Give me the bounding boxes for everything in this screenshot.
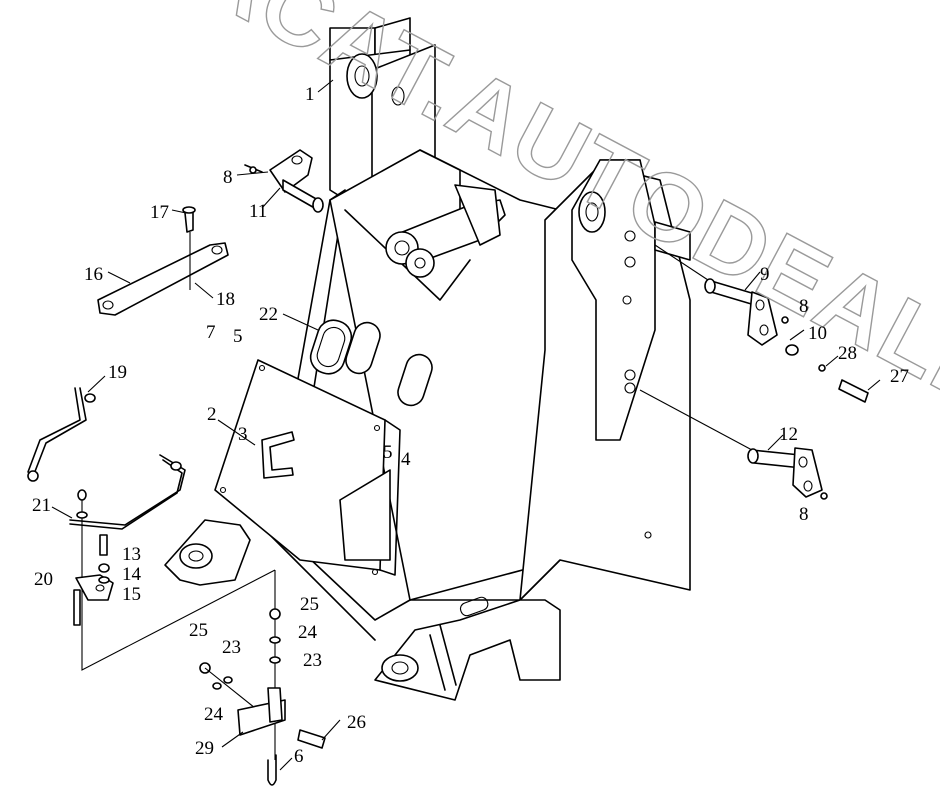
leader-lines <box>51 79 881 771</box>
pin-9 <box>654 244 778 346</box>
part-label: 8 <box>223 167 233 188</box>
part-label: 26 <box>347 712 366 733</box>
main-frame <box>164 17 691 701</box>
part-label: 12 <box>779 424 798 445</box>
part-label: 5 <box>383 442 393 463</box>
part-labels: 1234556788891011121314151617181920212223… <box>32 84 909 767</box>
part-label: 1 <box>305 84 315 105</box>
part-label: 25 <box>300 594 319 615</box>
part-label: 7 <box>206 322 216 343</box>
part-label: 5 <box>233 326 243 347</box>
part-label: 18 <box>216 289 235 310</box>
part-label: 23 <box>222 637 241 658</box>
part-label: 24 <box>204 704 224 725</box>
pin-11 <box>244 149 324 213</box>
part-label: 15 <box>122 584 141 605</box>
part-label: 6 <box>294 746 304 767</box>
part-label: 28 <box>838 343 857 364</box>
part-label: 11 <box>249 201 267 222</box>
part-label: 20 <box>34 569 53 590</box>
pin-20 <box>73 489 276 671</box>
pin-12 <box>639 389 823 498</box>
part-label: 8 <box>799 504 809 525</box>
part-label: 27 <box>890 366 909 387</box>
part-label: 29 <box>195 738 214 759</box>
part-label: 21 <box>32 495 51 516</box>
part-label: 22 <box>259 304 278 325</box>
part-label: 10 <box>808 323 827 344</box>
link-rod-16 <box>97 206 229 316</box>
part-label: 16 <box>84 264 103 285</box>
part-label: 13 <box>122 544 141 565</box>
part-label: 2 <box>207 404 217 425</box>
cover-plate <box>214 359 401 576</box>
part-label: 3 <box>238 424 248 445</box>
part-label: 25 <box>189 620 208 641</box>
part-label: 9 <box>760 264 770 285</box>
part-label: 14 <box>122 564 142 585</box>
part-label: 4 <box>401 449 411 470</box>
part-label: 17 <box>150 202 169 223</box>
part-label: 8 <box>799 296 809 317</box>
fasteners-right <box>781 316 869 500</box>
bracket-29 <box>199 570 326 786</box>
brake-pipe-19-21 <box>27 387 186 530</box>
part-label: 19 <box>108 362 127 383</box>
part-label: 23 <box>303 650 322 671</box>
part-label: 24 <box>298 622 318 643</box>
